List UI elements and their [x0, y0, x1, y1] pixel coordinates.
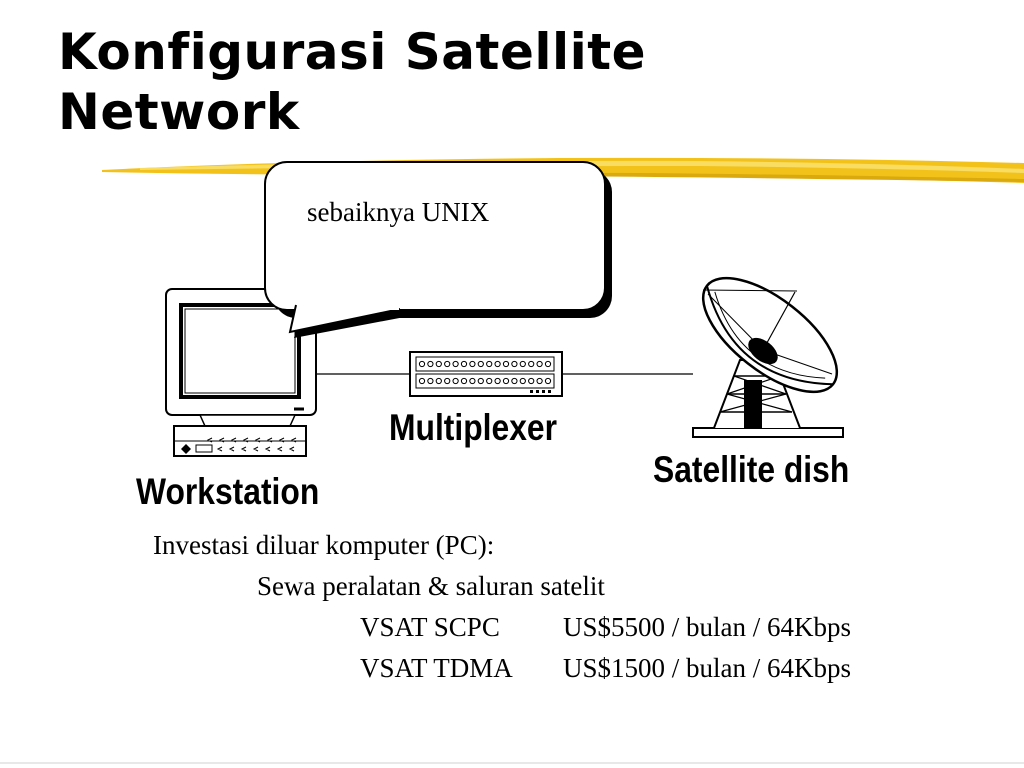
mux-port [511, 377, 518, 385]
mux-port [519, 360, 526, 368]
mux-port [469, 377, 476, 385]
mux-port [460, 377, 468, 385]
multiplexer-icon [409, 351, 563, 397]
footer-divider [0, 762, 1024, 764]
mux-port [427, 360, 434, 368]
bubble-text: sebaiknya UNIX [307, 197, 490, 227]
mux-port [435, 377, 442, 385]
mux-port [511, 360, 518, 368]
mux-port [418, 377, 426, 385]
mux-port [544, 377, 552, 385]
vsat-scpc-price: US$5500 / bulan / 64Kbps [563, 612, 852, 642]
title-line-1: Konfigurasi Satellite [58, 23, 647, 81]
mux-port [502, 377, 510, 385]
mux-port [502, 360, 510, 368]
mux-port [418, 360, 426, 368]
title-line-2: Network [58, 83, 300, 141]
vsat-tdma-name: VSAT TDMA [360, 653, 513, 683]
mux-port [536, 360, 543, 368]
mux-port [528, 377, 535, 385]
speech-bubble [264, 161, 612, 338]
mux-port [486, 377, 493, 385]
mux-port [444, 360, 451, 368]
mux-port [444, 377, 451, 385]
multiplexer-label: Multiplexer [389, 407, 557, 448]
mux-port [477, 377, 484, 385]
workstation-label: Workstation [136, 471, 320, 512]
notes-heading: Investasi diluar komputer (PC): [153, 530, 495, 560]
mux-port [460, 360, 468, 368]
page-title: Konfigurasi Satellite Network [58, 22, 646, 142]
mux-port [452, 377, 459, 385]
mux-port [544, 360, 552, 368]
satellite-dish-icon [692, 276, 844, 438]
mux-port [536, 377, 543, 385]
notes-subheading: Sewa peralatan & saluran satelit [257, 571, 605, 601]
vsat-tdma-price: US$1500 / bulan / 64Kbps [563, 653, 852, 683]
mux-port [494, 377, 501, 385]
mux-port [486, 360, 493, 368]
mux-port [477, 360, 484, 368]
mux-port [452, 360, 459, 368]
mux-port [435, 360, 442, 368]
mux-port [469, 360, 476, 368]
workstation-icon [165, 288, 317, 457]
mux-port [528, 360, 535, 368]
mux-port [427, 377, 434, 385]
mux-port [519, 377, 526, 385]
mux-port [494, 360, 501, 368]
vsat-scpc-name: VSAT SCPC [360, 612, 500, 642]
satellite-dish-label: Satellite dish [653, 449, 850, 490]
